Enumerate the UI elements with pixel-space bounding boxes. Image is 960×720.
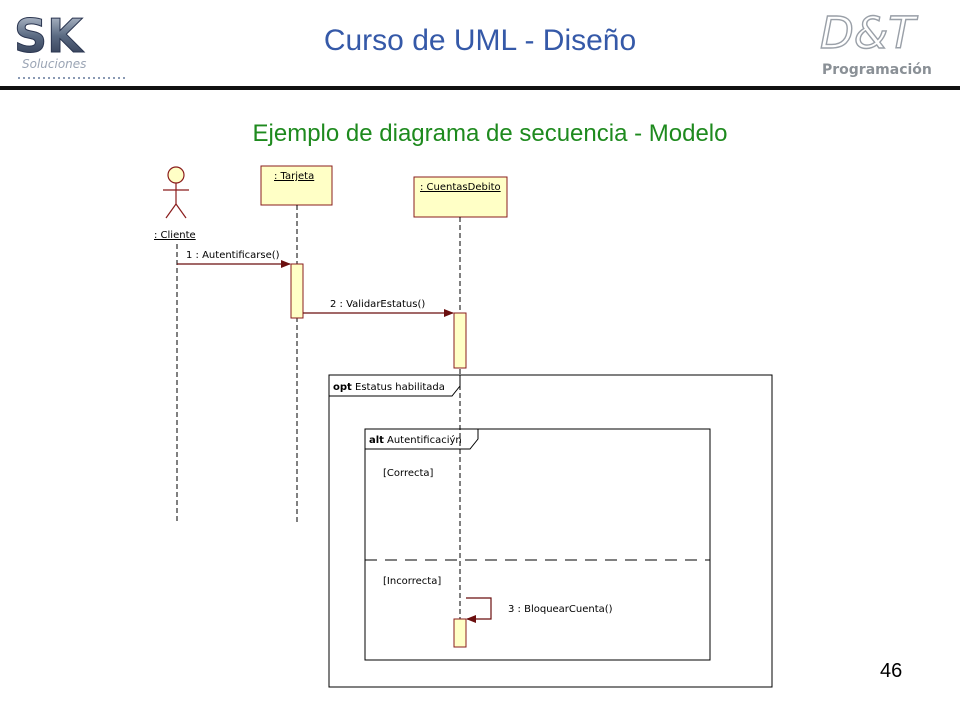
activation-cuentasdebito-self bbox=[453, 618, 467, 648]
message-label-3: 3 : BloquearCuenta() bbox=[508, 604, 613, 615]
lifeline-label-cliente: : Cliente bbox=[154, 230, 196, 241]
lifeline-label-tarjeta: : Tarjeta bbox=[274, 171, 314, 182]
sk-soluciones-logo: SK Soluciones bbox=[14, 9, 128, 79]
actor-cliente: : Cliente bbox=[154, 166, 196, 241]
activation-cuentasdebito bbox=[453, 312, 467, 369]
slide-subtitle: Ejemplo de diagrama de secuencia - Model… bbox=[252, 120, 728, 147]
sk-logo-mark: SK bbox=[14, 9, 85, 63]
message-label-2: 2 : ValidarEstatus() bbox=[330, 299, 425, 310]
fragment-opt: opt Estatus habilitada bbox=[328, 374, 773, 688]
fragment-alt-keyword: alt bbox=[369, 435, 384, 446]
fragment-opt-name: Estatus habilitada bbox=[355, 382, 445, 393]
object-cuentasdebito: : CuentasDebito bbox=[413, 176, 508, 218]
message-validarestatus: 2 : ValidarEstatus() bbox=[303, 299, 454, 317]
fragment-alt: alt Autentificaciýn [Correcta] [Incorrec… bbox=[364, 428, 711, 661]
dt-logo-mark: D&T bbox=[820, 8, 918, 59]
header-divider bbox=[0, 86, 960, 90]
guard-incorrecta: [Incorrecta] bbox=[383, 576, 441, 587]
object-tarjeta: : Tarjeta bbox=[260, 165, 333, 206]
message-autentificarse: 1 : Autentificarse() bbox=[177, 250, 291, 268]
guard-correcta: [Correcta] bbox=[383, 468, 434, 479]
activation-tarjeta bbox=[290, 263, 304, 319]
dt-logo-tagline: Programación bbox=[822, 62, 932, 78]
lifeline-label-cuentasdebito: : CuentasDebito bbox=[420, 182, 501, 193]
message-label-1: 1 : Autentificarse() bbox=[186, 250, 280, 261]
fragment-opt-keyword: opt bbox=[333, 382, 352, 393]
dt-programacion-logo: D&T Programación bbox=[819, 7, 932, 78]
sk-logo-tagline: Soluciones bbox=[22, 57, 86, 71]
slide-title: Curso de UML - Diseño bbox=[323, 24, 637, 57]
page-number: 46 bbox=[880, 660, 903, 682]
message-bloquearcuenta: 3 : BloquearCuenta() bbox=[466, 597, 613, 623]
fragment-alt-name: Autentificaciýn bbox=[387, 434, 462, 446]
